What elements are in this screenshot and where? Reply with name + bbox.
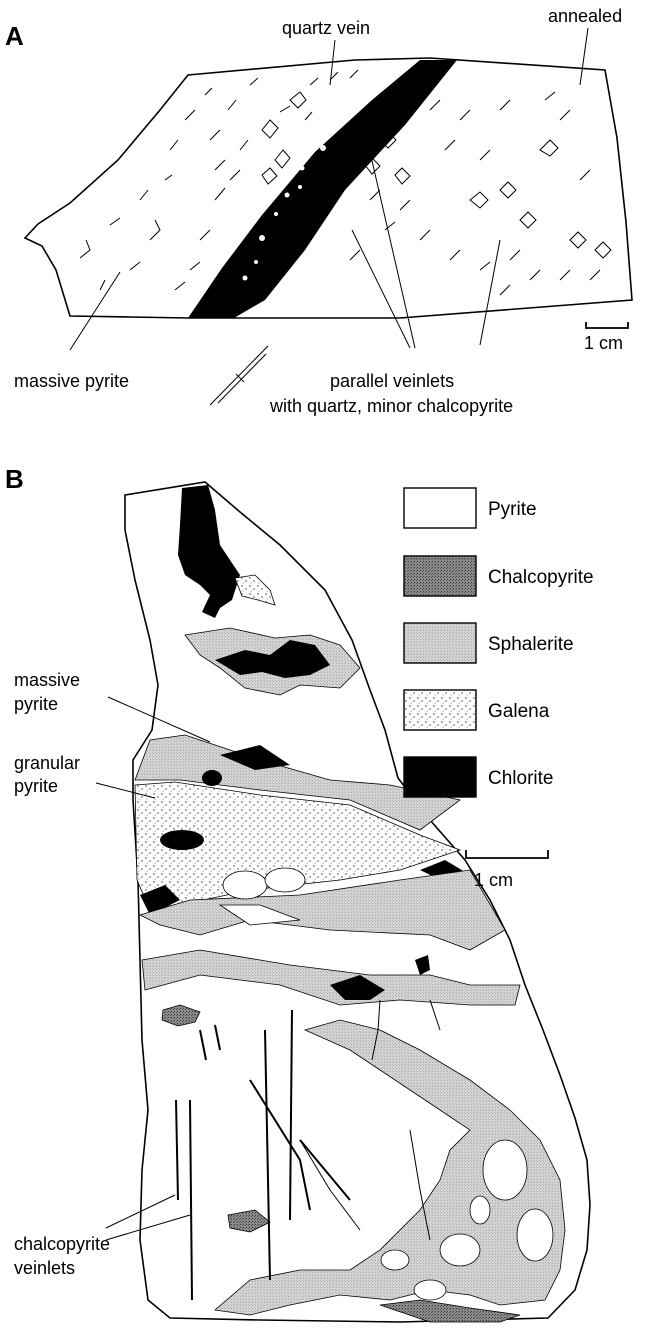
legend-swatch-pyrite	[404, 488, 476, 528]
legend-swatch-chlorite	[404, 757, 476, 797]
panel-a-letter: A	[5, 21, 24, 51]
panel-a-label-parallel-veinlets-2: with quartz, minor chalcopyrite	[269, 396, 513, 416]
panel-a-scale-bar	[586, 322, 628, 328]
panel-a-label-massive-pyrite: massive pyrite	[14, 371, 129, 391]
panel-a-orientation-symbol	[210, 346, 268, 405]
panel-b-label-massive-1: massive	[14, 670, 80, 690]
legend-label-chalcopyrite: Chalcopyrite	[488, 567, 594, 588]
panel-b-label-granular-1: granular	[14, 753, 80, 773]
panel-b-legend: Pyrite Chalcopyrite Sphalerite Galena Ch…	[404, 488, 594, 797]
panel-b-label-chalcopyrite-veinlets-1: chalcopyrite	[14, 1234, 110, 1254]
panel-a-label-annealed: annealed	[548, 6, 622, 26]
legend-label-chlorite: Chlorite	[488, 768, 553, 789]
legend-swatch-sphalerite	[404, 623, 476, 663]
panel-b-label-chalcopyrite-veinlets-2: veinlets	[14, 1258, 75, 1278]
panel-b-letter: B	[5, 464, 24, 494]
legend-label-galena: Galena	[488, 701, 550, 722]
panel-b-scale-bar	[466, 850, 548, 858]
legend-label-pyrite: Pyrite	[488, 499, 537, 520]
panel-b-label-massive-2: pyrite	[14, 694, 58, 714]
panel-a-label-parallel-veinlets-1: parallel veinlets	[330, 371, 454, 391]
legend-swatch-chalcopyrite	[404, 556, 476, 596]
panel-b-label-granular-2: pyrite	[14, 776, 58, 796]
panel-b-specimen	[125, 482, 590, 1322]
legend-swatch-galena	[404, 690, 476, 730]
panel-a-label-quartz-vein: quartz vein	[282, 18, 370, 38]
panel-b-scale-label: 1 cm	[474, 870, 513, 890]
legend-label-sphalerite: Sphalerite	[488, 634, 574, 655]
panel-a-scale-label: 1 cm	[584, 333, 623, 353]
